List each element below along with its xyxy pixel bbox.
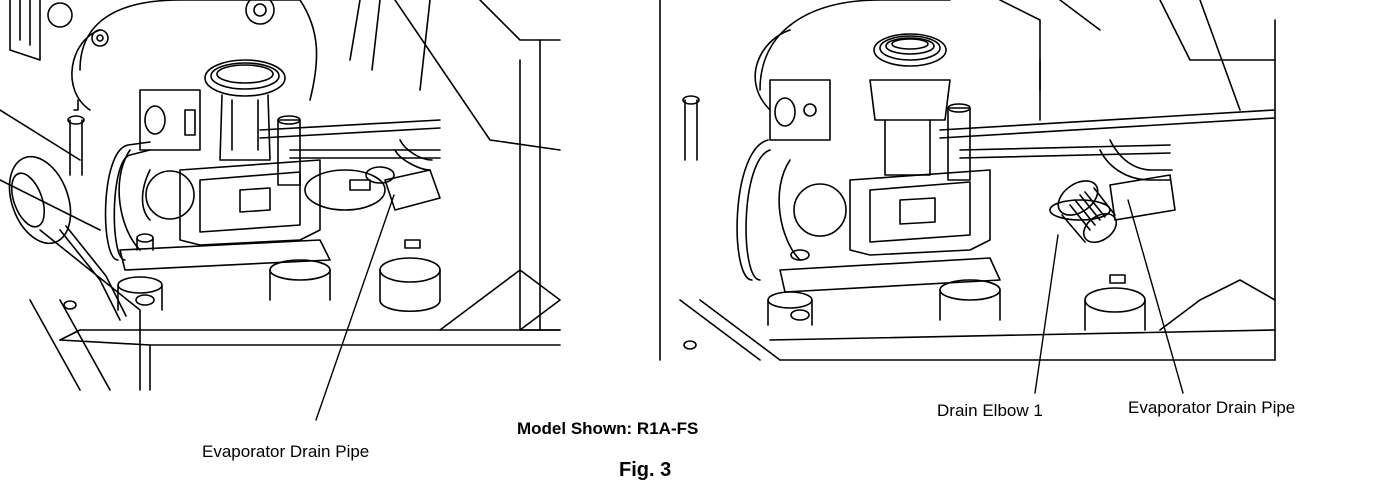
right-illustration — [659, 0, 1276, 394]
right-callout-evaporator-drain-pipe: Evaporator Drain Pipe — [1128, 398, 1296, 417]
model-shown-label: Model Shown: R1A-FS — [517, 419, 699, 438]
figure-drawings — [0, 0, 1276, 421]
left-callout-evaporator-drain-pipe: Evaporator Drain Pipe — [202, 442, 370, 461]
right-callout-drain-elbow: Drain Elbow 1 — [937, 401, 1043, 420]
left-illustration — [0, 0, 561, 421]
